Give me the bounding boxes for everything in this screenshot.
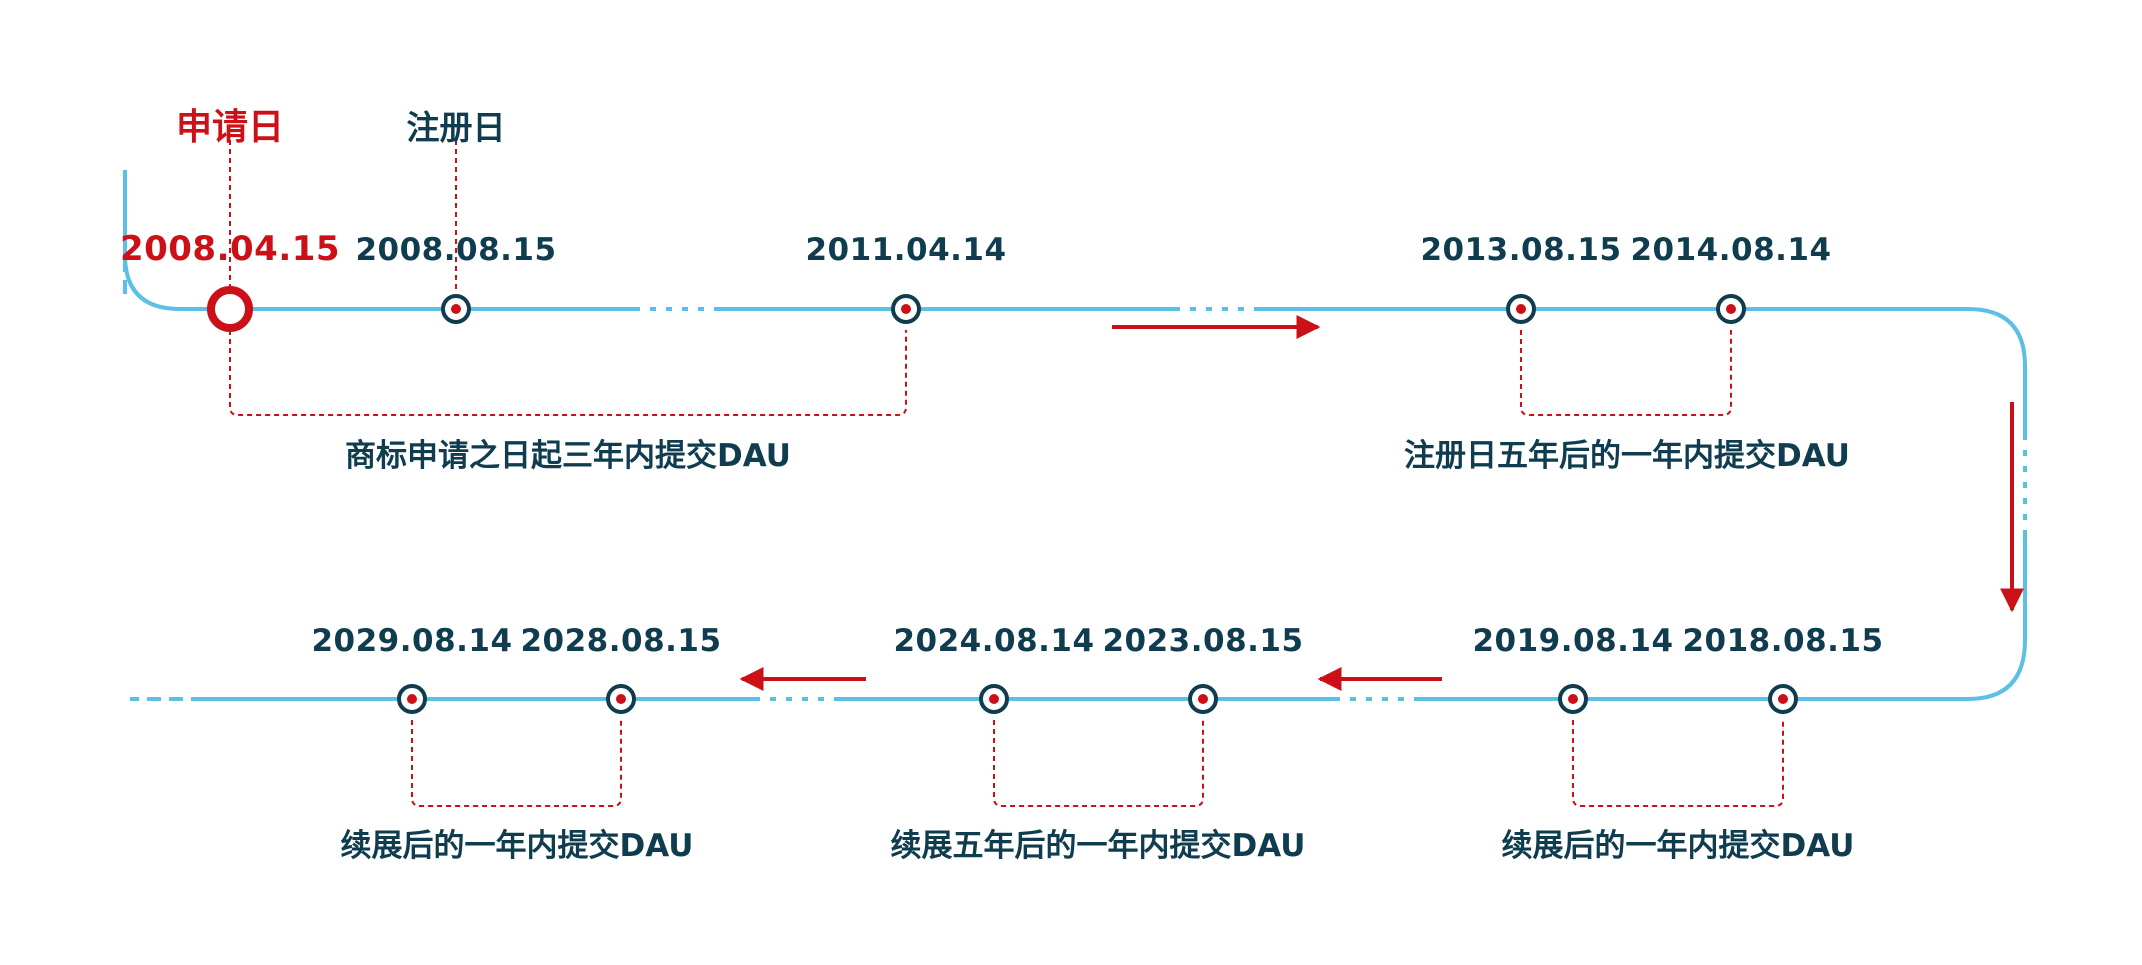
date-label: 2018.08.15 — [1682, 623, 1884, 659]
date-label: 2023.08.15 — [1102, 623, 1304, 659]
period-description: 商标申请之日起三年内提交DAU — [345, 438, 791, 474]
period-description: 续展五年后的一年内提交DAU — [890, 828, 1306, 864]
date-label: 2028.08.15 — [520, 623, 722, 659]
milestone-marker — [606, 684, 636, 714]
milestone-marker — [1716, 294, 1746, 324]
date-label: 2019.08.14 — [1472, 623, 1674, 659]
milestone-marker — [1768, 684, 1798, 714]
period-description: 续展后的一年内提交DAU — [340, 828, 694, 864]
date-label: 2029.08.14 — [311, 623, 513, 659]
date-label: 2011.04.14 — [805, 232, 1007, 268]
milestone-marker — [1506, 294, 1536, 324]
application-date-marker — [207, 286, 253, 332]
application-day-header: 申请日 — [175, 107, 285, 148]
registration-day-header: 注册日 — [406, 108, 506, 147]
milestone-marker — [441, 294, 471, 324]
milestone-marker — [1188, 684, 1218, 714]
milestone-marker — [891, 294, 921, 324]
period-bracket — [1572, 720, 1784, 807]
timeline-track — [123, 170, 2027, 701]
date-label: 2013.08.15 — [1420, 232, 1622, 268]
date-label: 2014.08.14 — [1630, 232, 1832, 268]
period-description: 注册日五年后的一年内提交DAU — [1404, 438, 1850, 474]
milestone-marker — [1558, 684, 1588, 714]
period-bracket — [1520, 330, 1732, 416]
period-bracket — [229, 330, 907, 416]
period-bracket — [411, 720, 622, 807]
date-label: 2008.08.15 — [355, 232, 557, 268]
date-label: 2024.08.14 — [893, 623, 1095, 659]
period-bracket — [993, 720, 1204, 807]
period-description: 续展后的一年内提交DAU — [1501, 828, 1855, 864]
milestone-marker — [397, 684, 427, 714]
date-label-application: 2008.04.15 — [119, 229, 341, 269]
milestone-marker — [979, 684, 1009, 714]
